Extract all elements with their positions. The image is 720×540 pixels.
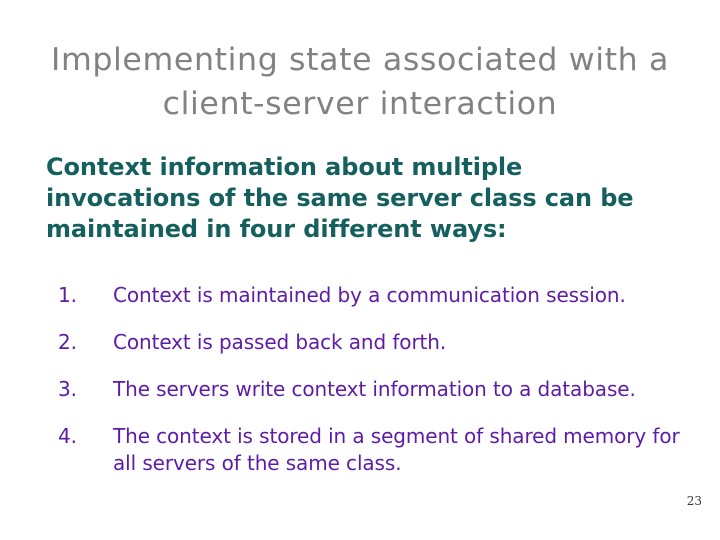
slide-title: Implementing state associated with a cli… [51, 42, 669, 122]
list-item-text: The context is stored in a segment of sh… [113, 424, 680, 475]
list-item-text: The servers write context information to… [113, 377, 636, 401]
list-item: 2. Context is passed back and forth. [58, 329, 683, 356]
list-item-text: Context is maintained by a communication… [113, 283, 626, 307]
list-item: 1. Context is maintained by a communicat… [58, 282, 683, 309]
page-number: 23 [686, 494, 702, 508]
list-item: 3. The servers write context information… [58, 376, 683, 403]
list-item-number: 3. [58, 377, 77, 401]
list-item-text: Context is passed back and forth. [113, 330, 447, 354]
list-item-number: 4. [58, 424, 77, 448]
list-item-number: 2. [58, 330, 77, 354]
list-item-number: 1. [58, 283, 77, 307]
numbered-list: 1. Context is maintained by a communicat… [58, 282, 683, 477]
list-item: 4. The context is stored in a segment of… [58, 423, 683, 477]
slide-body-paragraph: Context information about multiple invoc… [46, 153, 634, 243]
